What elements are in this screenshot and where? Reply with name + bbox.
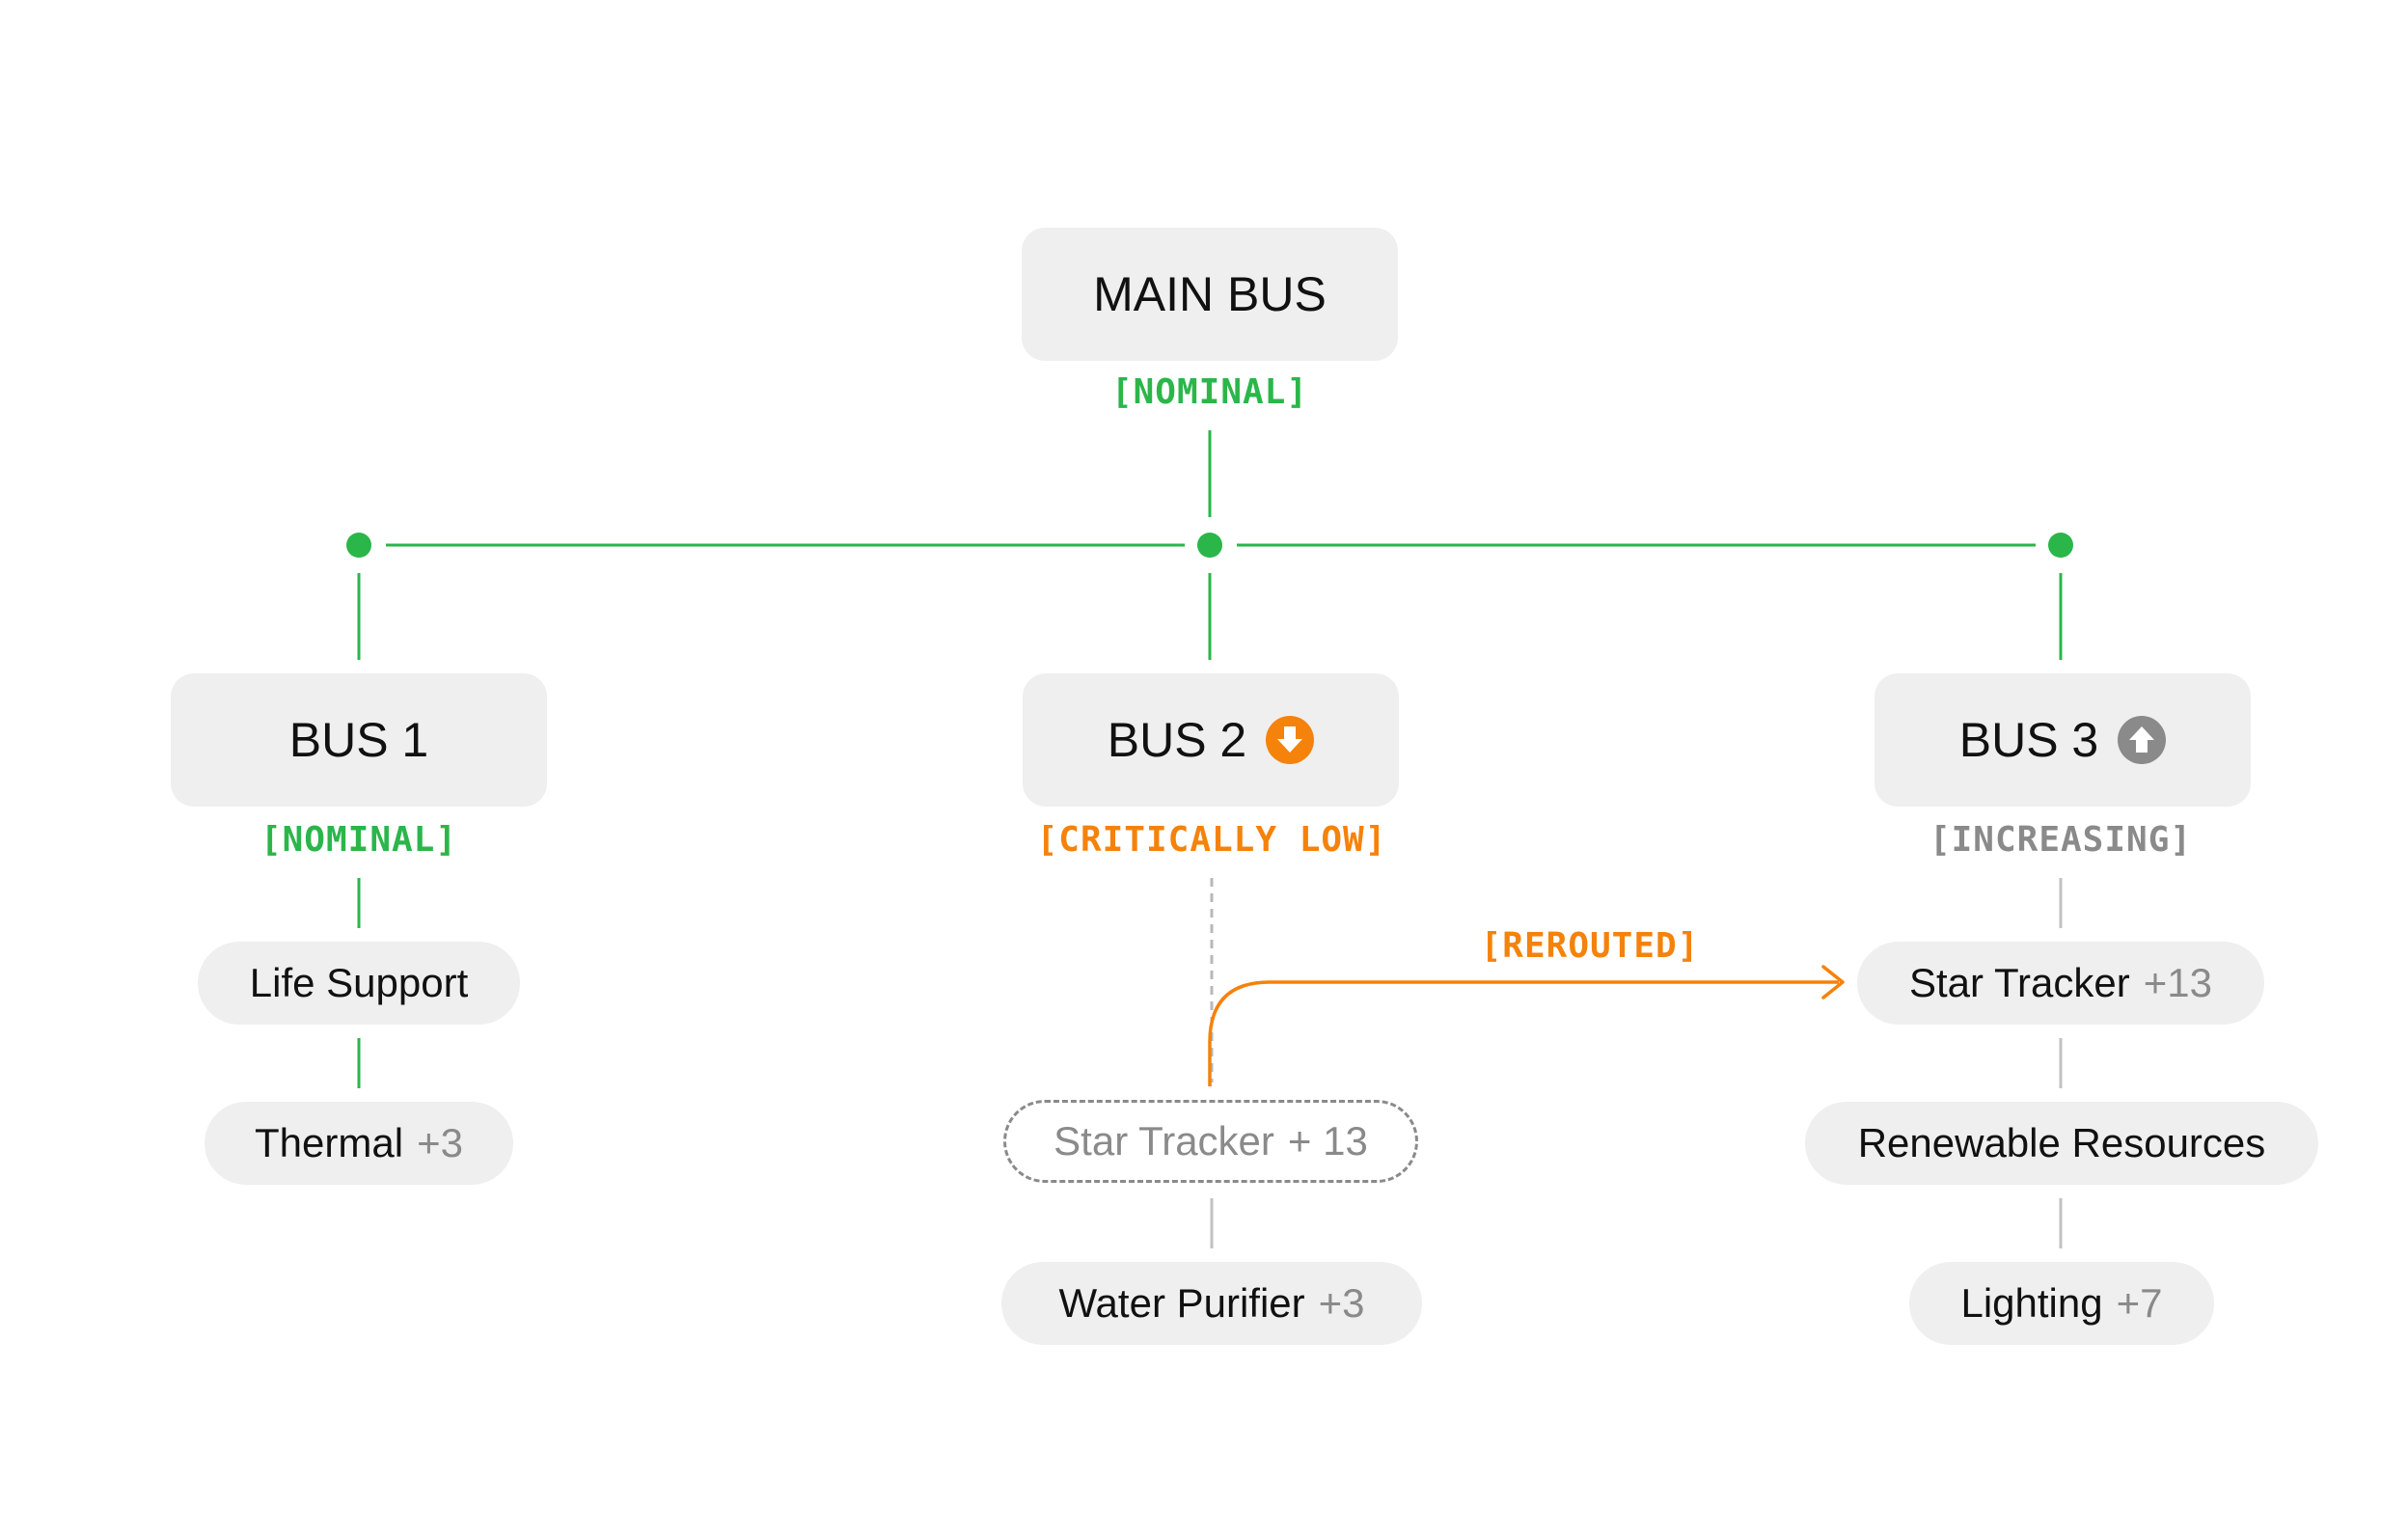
bus2-node[interactable]: BUS 2: [1023, 673, 1399, 807]
load-name: Water Purifier: [1058, 1280, 1305, 1326]
junction-dot-bus3: [2048, 533, 2073, 558]
bus3-load-renewable-resources[interactable]: Renewable Resources: [1805, 1102, 2318, 1185]
reroute-arrow-head: [1821, 965, 1845, 1000]
bus3-load-lighting[interactable]: Lighting +7: [1909, 1262, 2214, 1345]
load-name: Star Tracker: [1909, 960, 2130, 1005]
main-bus-node[interactable]: MAIN BUS: [1022, 228, 1398, 361]
bus3-load-star-tracker[interactable]: Star Tracker +13: [1857, 942, 2264, 1025]
load-name: Star Tracker: [1054, 1118, 1274, 1164]
junction-dot-bus1: [346, 533, 371, 558]
load-name: Lighting: [1960, 1280, 2103, 1326]
bus1-load-thermal[interactable]: Thermal +3: [205, 1102, 513, 1185]
bus1-status: [NOMINAL]: [260, 820, 458, 860]
bus3-status: [INCREASING]: [1929, 820, 2193, 860]
bus2-load-water-purifier[interactable]: Water Purifier +3: [1001, 1262, 1422, 1345]
load-count: +3: [417, 1120, 463, 1165]
main-bus-status: [NOMINAL]: [1110, 372, 1309, 412]
load-name: Life Support: [249, 960, 469, 1005]
bus3-label: BUS 3: [1958, 713, 2099, 767]
load-count: +7: [2116, 1280, 2163, 1326]
reroute-label: [REROUTED]: [1480, 926, 1700, 966]
bus2-load-star-tracker-ghost[interactable]: Star Tracker + 13: [1003, 1100, 1418, 1183]
arrow-down-circle-icon: [1266, 716, 1315, 764]
junction-dot-main: [1197, 533, 1222, 558]
reroute-arrow: [1208, 980, 1839, 1086]
main-bus-label: MAIN BUS: [1093, 267, 1327, 321]
bus1-node[interactable]: BUS 1: [171, 673, 547, 807]
bus3-node[interactable]: BUS 3: [1874, 673, 2251, 807]
bus1-load-life-support[interactable]: Life Support: [198, 942, 520, 1025]
load-count: +3: [1318, 1280, 1365, 1326]
load-count: +13: [2143, 960, 2212, 1005]
load-count: + 13: [1287, 1118, 1368, 1164]
load-name: Thermal: [255, 1120, 404, 1165]
bus2-status: [CRITICALLY LOW]: [1036, 820, 1387, 860]
load-name: Renewable Resources: [1857, 1120, 2266, 1165]
bus2-label: BUS 2: [1107, 713, 1247, 767]
bus1-label: BUS 1: [288, 713, 429, 767]
arrow-up-circle-icon: [2118, 716, 2167, 764]
